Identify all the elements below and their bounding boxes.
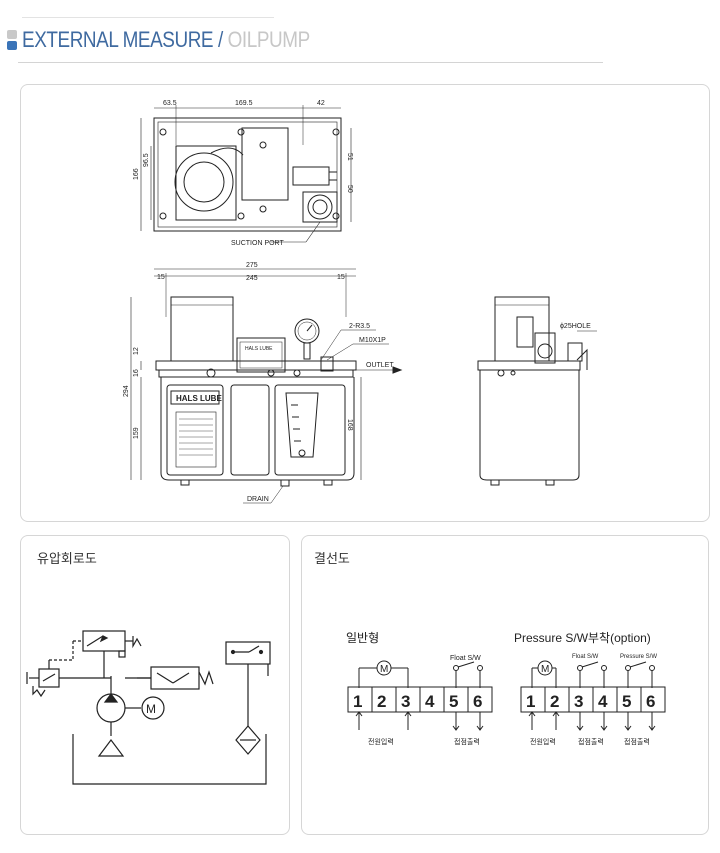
- pressure-float-label: Float S/W: [572, 654, 599, 660]
- dim-12: 12: [133, 347, 140, 355]
- standard-contact-label: 접점출력: [454, 737, 480, 746]
- hole-label: ϕ25HOLE: [560, 323, 591, 330]
- dim-166: 166: [133, 168, 140, 180]
- dim-15-left: 15: [157, 274, 165, 281]
- standard-motor-label: M: [380, 664, 388, 675]
- hydraulic-circuit-panel: 유압회로도 M: [20, 535, 290, 835]
- standard-power-label: 전원입력: [368, 737, 394, 746]
- dim-159: 159: [133, 427, 140, 439]
- standard-terminal-3: 3: [401, 692, 410, 711]
- dimension-drawing: 63.5 169.5 42 96.5 166 51 50 SUCTION POR…: [123, 100, 597, 504]
- dimension-drawing-panel: 63.5 169.5 42 96.5 166 51 50 SUCTION POR…: [20, 84, 710, 522]
- dim-15-right: 15: [337, 274, 345, 281]
- dim-96-5: 96.5: [143, 153, 150, 167]
- pressure-terminal-1: 1: [526, 692, 535, 711]
- top-view: 63.5 169.5 42 96.5 166 51 50 SUCTION POR…: [133, 100, 353, 247]
- dim-169-5: 169.5: [235, 100, 253, 107]
- plate-brand: HALS LUBE: [245, 346, 273, 352]
- pressure-title: Pressure S/W부착(option): [514, 631, 651, 645]
- pressure-terminal-4: 4: [598, 692, 608, 711]
- pressure-terminal-2: 2: [550, 692, 559, 711]
- suction-port-label: SUCTION PORT: [231, 240, 284, 247]
- pressure-terminal-5: 5: [622, 692, 631, 711]
- header-top-line: [22, 17, 274, 18]
- standard-terminal-6: 6: [473, 692, 482, 711]
- dim-275: 275: [246, 262, 258, 269]
- tank-brand-label: HALS LUBE: [176, 394, 222, 403]
- dim-50: 50: [346, 185, 353, 193]
- page-title: EXTERNAL MEASURE / OILPUMP: [22, 27, 310, 53]
- dim-294: 294: [123, 385, 130, 397]
- pressure-contact1-label: 접점출력: [578, 737, 604, 746]
- dim-245: 245: [246, 275, 258, 282]
- drain-label: DRAIN: [247, 496, 269, 503]
- title-main: EXTERNAL MEASURE: [22, 27, 214, 52]
- wiring-diagram: 일반형 Float S/W M 1 2 3 4 5 6 전원입력 접점출력 Pr…: [346, 631, 666, 746]
- standard-terminal-5: 5: [449, 692, 458, 711]
- header-bottom-line: [18, 62, 603, 63]
- hydraulic-motor-label: M: [146, 702, 156, 716]
- side-view: ϕ25HOLE: [477, 296, 597, 486]
- standard-title: 일반형: [346, 631, 379, 645]
- hydraulic-diagram: M: [26, 630, 271, 785]
- standard-terminal-1: 1: [353, 692, 362, 711]
- dim-63-5: 63.5: [163, 100, 177, 107]
- wiring-diagram-panel: 결선도 일반형 Float S/W M 1 2 3 4 5 6 전원입력 접점출…: [301, 535, 709, 835]
- pressure-contact2-label: 접점출력: [624, 737, 650, 746]
- r-label: 2-R3.5: [349, 323, 370, 330]
- m-label: M10X1P: [359, 337, 386, 344]
- pressure-switch-label: Pressure S/W: [620, 654, 657, 660]
- standard-terminal-2: 2: [377, 692, 386, 711]
- front-view: 275 15 245 15 HALS LUBE HALS LUBE: [123, 262, 403, 504]
- dim-51: 51: [346, 153, 353, 161]
- pressure-power-label: 전원입력: [530, 737, 556, 746]
- pressure-motor-label: M: [541, 664, 549, 675]
- standard-float-label: Float S/W: [450, 655, 481, 662]
- dim-16: 16: [133, 369, 140, 377]
- standard-terminal-4: 4: [425, 692, 435, 711]
- outlet-label: OUTLET: [366, 362, 394, 369]
- header-bullet-icon: [7, 30, 17, 50]
- wiring-title: 결선도: [314, 551, 350, 566]
- hydraulic-title: 유압회로도: [37, 551, 97, 566]
- title-separator: /: [217, 27, 223, 52]
- dim-42: 42: [317, 100, 325, 107]
- pressure-terminal-3: 3: [574, 692, 583, 711]
- title-sub: OILPUMP: [227, 27, 311, 52]
- dim-168: 168: [346, 419, 353, 431]
- pressure-terminal-6: 6: [646, 692, 655, 711]
